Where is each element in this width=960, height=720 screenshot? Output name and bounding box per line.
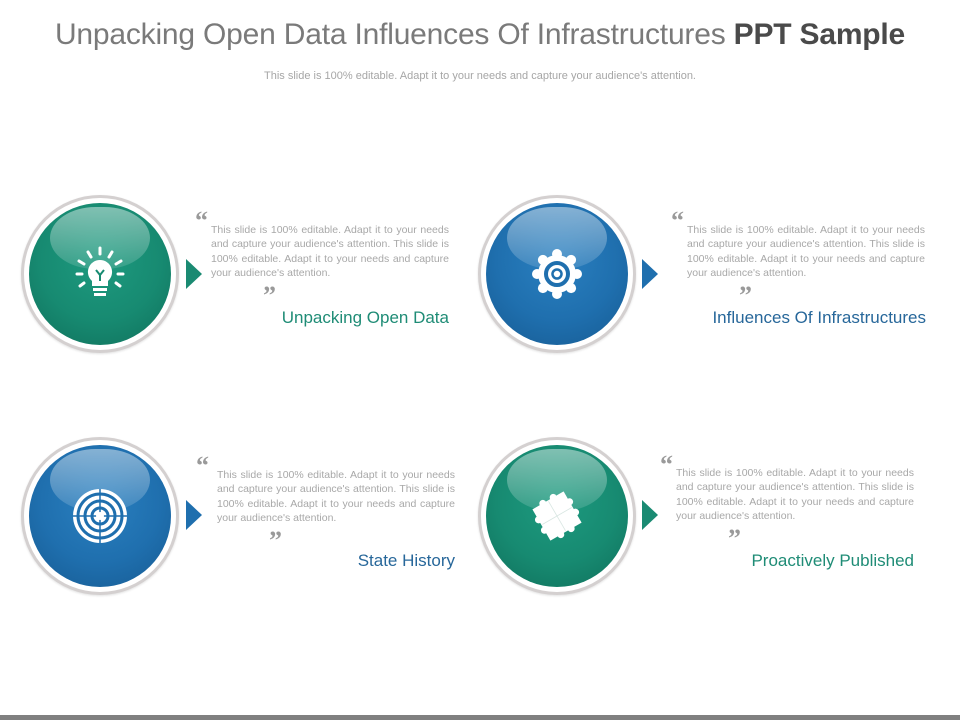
puzzle-icon <box>532 491 582 541</box>
circle-badge <box>21 437 179 595</box>
item-body-text: This slide is 100% editable. Adapt it to… <box>217 469 455 524</box>
item-heading: Proactively Published <box>751 551 914 570</box>
target-icon <box>73 489 127 543</box>
circle-badge <box>478 195 636 353</box>
close-quote-icon: ” <box>739 281 752 310</box>
gear-icon <box>532 249 582 299</box>
slide-title: Unpacking Open Data Influences Of Infras… <box>0 18 960 52</box>
arrow-right-icon <box>186 259 202 289</box>
item-heading: Unpacking Open Data <box>281 308 449 327</box>
arrow-right-icon <box>186 500 202 530</box>
item-body-text: This slide is 100% editable. Adapt it to… <box>211 224 449 279</box>
lightbulb-icon <box>75 246 125 296</box>
open-quote-icon: “ <box>195 206 208 235</box>
item-heading: Influences Of Infrastructures <box>712 308 926 327</box>
close-quote-icon: ” <box>728 524 741 553</box>
open-quote-icon: “ <box>660 450 673 479</box>
open-quote-icon: “ <box>196 451 209 480</box>
open-quote-icon: “ <box>671 206 684 235</box>
circle-badge <box>21 195 179 353</box>
bottom-bar <box>0 715 960 720</box>
title-main: Unpacking Open Data Influences Of Infras… <box>54 18 734 51</box>
arrow-right-icon <box>642 500 658 530</box>
circle-badge <box>478 437 636 595</box>
close-quote-icon: ” <box>269 526 282 555</box>
close-quote-icon: ” <box>263 281 276 310</box>
slide-subtitle: This slide is 100% editable. Adapt it to… <box>264 70 696 82</box>
item-heading: State History <box>357 551 455 570</box>
arrow-right-icon <box>642 259 658 289</box>
item-body-text: This slide is 100% editable. Adapt it to… <box>676 467 914 522</box>
title-bold: PPT Sample <box>733 18 906 51</box>
item-body-text: This slide is 100% editable. Adapt it to… <box>687 224 925 279</box>
